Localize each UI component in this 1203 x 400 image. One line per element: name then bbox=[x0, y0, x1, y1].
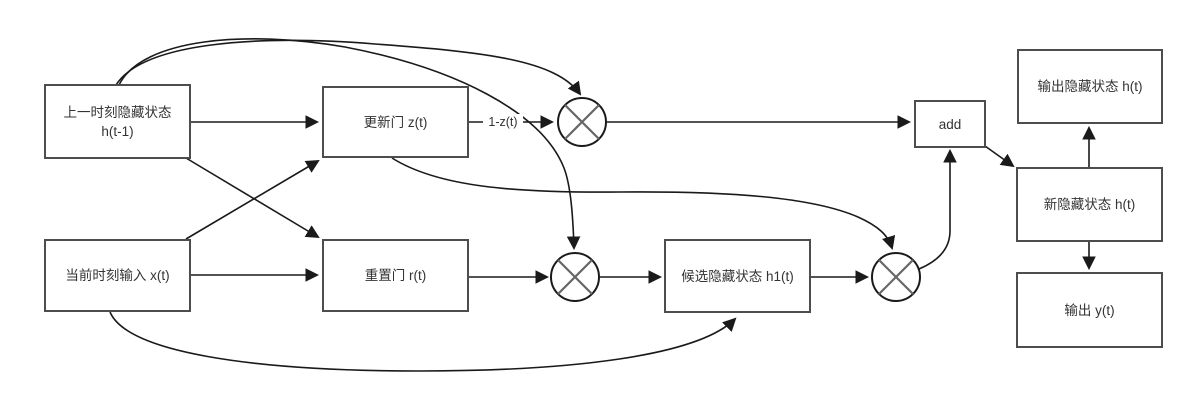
node-output-y-label: 输出 y(t) bbox=[1064, 303, 1114, 318]
node-candidate-hidden-state-box bbox=[664, 239, 811, 313]
node-new-hidden-state-label: 新隐藏状态 h(t) bbox=[1044, 197, 1136, 212]
edge-layer: 1-z(t) bbox=[109, 38, 1096, 372]
node-candidate-hidden-state-label: 候选隐藏状态 h1(t) bbox=[681, 269, 794, 284]
multiply-bottom-cross-line bbox=[557, 259, 593, 295]
node-current-input-box bbox=[44, 239, 191, 312]
node-update-gate-box bbox=[322, 86, 469, 158]
node-add: add bbox=[914, 100, 986, 148]
edge-label-background bbox=[483, 114, 523, 130]
node-new-hidden-state-box bbox=[1016, 167, 1163, 242]
edge-prev-hidden-to-multiply-top-curve bbox=[115, 39, 582, 96]
multiply-top-cross-line bbox=[564, 104, 600, 140]
edge-input-to-update-gate bbox=[185, 159, 320, 240]
edge-prev-hidden-to-reset-gate bbox=[185, 157, 320, 239]
node-add-box bbox=[914, 100, 986, 148]
node-prev-hidden-state-box bbox=[44, 84, 191, 159]
node-reset-gate-label: 重置门 r(t) bbox=[365, 268, 427, 283]
node-new-hidden-state: 新隐藏状态 h(t) bbox=[1016, 167, 1163, 242]
multiply-node-bottom bbox=[550, 252, 600, 302]
edge-multiply-right-to-add-curve bbox=[918, 148, 957, 270]
node-candidate-hidden-state: 候选隐藏状态 h1(t) bbox=[664, 239, 811, 313]
edge-update-gate-to-multiply-right-curve bbox=[391, 157, 896, 250]
node-output-hidden-state: 输出隐藏状态 h(t) bbox=[1017, 49, 1163, 124]
node-reset-gate-box bbox=[322, 239, 469, 312]
node-output-y-box bbox=[1016, 272, 1163, 348]
multiply-node-right bbox=[871, 252, 921, 302]
node-reset-gate: 重置门 r(t) bbox=[322, 239, 469, 312]
node-prev-hidden-state: 上一时刻隐藏状态 h(t-1) bbox=[44, 84, 191, 159]
node-prev-hidden-state-label-line1: 上一时刻隐藏状态 bbox=[64, 105, 172, 120]
node-output-hidden-state-box bbox=[1017, 49, 1163, 124]
edge-add-to-new-hidden bbox=[984, 145, 1015, 168]
node-add-label: add bbox=[939, 117, 962, 132]
node-prev-hidden-state-label-line2: h(t-1) bbox=[101, 124, 133, 139]
node-current-input-label: 当前时刻输入 x(t) bbox=[65, 267, 169, 283]
node-update-gate-label: 更新门 z(t) bbox=[364, 115, 428, 130]
multiply-right-cross-line bbox=[878, 259, 914, 295]
node-update-gate: 更新门 z(t) bbox=[322, 86, 469, 158]
edge-label-one-minus-z: 1-z(t) bbox=[488, 115, 517, 129]
edge-input-to-candidate-curve bbox=[109, 311, 737, 372]
edge-prev-hidden-to-multiply-bottom-curve bbox=[118, 38, 581, 251]
multiply-node-top bbox=[557, 97, 607, 147]
node-current-input: 当前时刻输入 x(t) bbox=[44, 239, 191, 312]
node-output-y: 输出 y(t) bbox=[1016, 272, 1163, 348]
node-output-hidden-state-label: 输出隐藏状态 h(t) bbox=[1037, 79, 1142, 94]
